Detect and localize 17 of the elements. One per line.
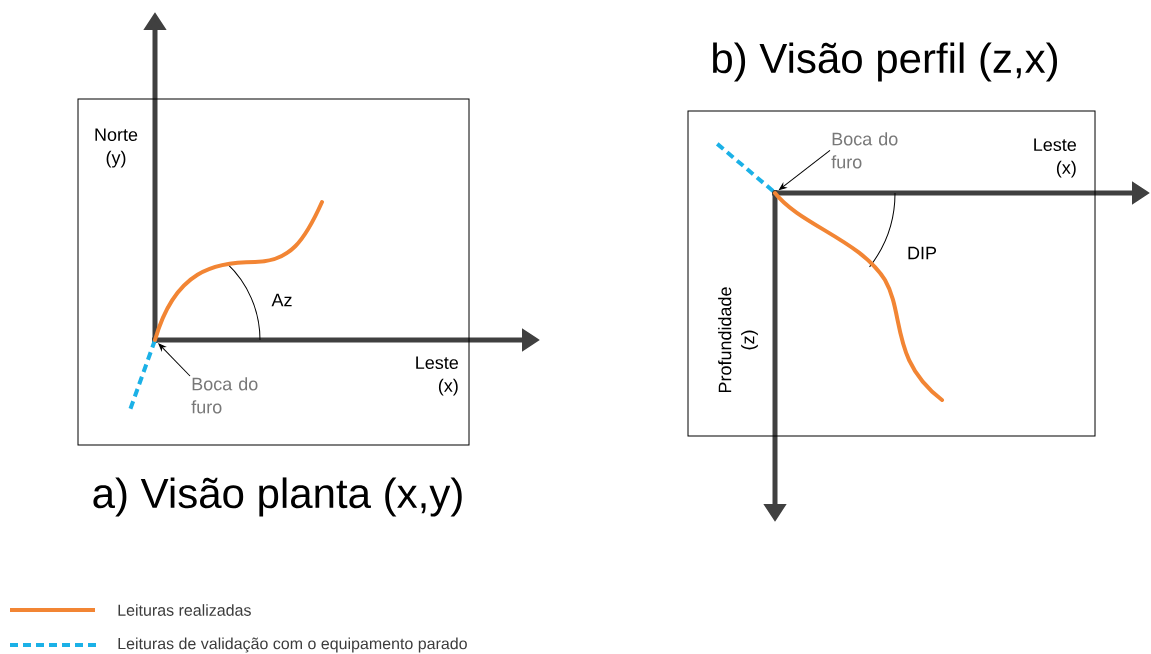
axis-label: Leste (x) [416,356,458,396]
survey-curve [153,200,324,342]
caption: a) Visão planta (x,y) [93,477,462,517]
panel-frame [687,110,1096,437]
survey-curve [773,191,944,402]
caption: b) Visão perfil (z,x) [713,42,1057,82]
annotation-text: Boca do furo [191,377,258,414]
panel-frame [77,98,470,446]
angle-label: Az [271,293,292,307]
legend-text: Leituras realizadas [118,604,251,616]
leader-line [158,343,191,377]
leader-line [778,149,831,191]
legend-text: Leituras de validação com o equipamento parado [118,637,467,653]
annotation-text: Boca do furo [831,132,898,169]
angle-label: DIP [908,246,937,260]
axis-label: Norte (y) [95,128,138,168]
axis-label: Leste (x) [1034,138,1076,178]
